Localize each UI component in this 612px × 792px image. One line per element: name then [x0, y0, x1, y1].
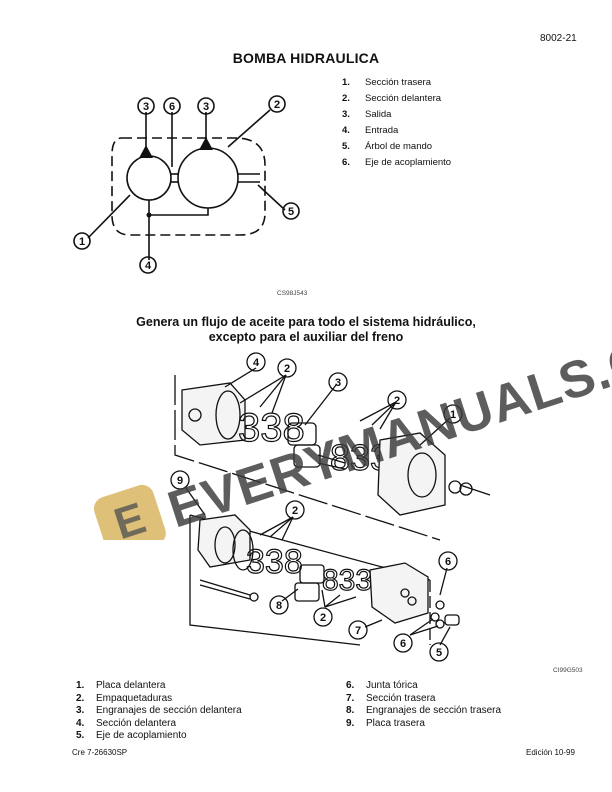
callout-6: 6 [169, 101, 175, 113]
legend-item: 8.Engranajes de sección trasera [346, 705, 502, 716]
legend-item: 2.Empaquetaduras [76, 692, 173, 704]
legend-item: 4.Sección delantera [76, 717, 177, 729]
legend-item: 1.Sección trasera [342, 77, 432, 88]
callout-3-right: 3 [203, 101, 209, 113]
legend-item: 9.Placa trasera [346, 717, 425, 729]
legend-item: 4.Entrada [342, 125, 399, 136]
svg-text:338: 338 [246, 543, 303, 581]
callout-2: 2 [394, 395, 400, 407]
callout-4: 4 [145, 260, 152, 272]
hydraulic-pump-schematic: 3 6 3 2 5 1 4 [73, 95, 300, 274]
callout-2: 2 [292, 505, 298, 517]
callout-1: 1 [450, 409, 456, 421]
figure-code: CS98J543 [277, 290, 308, 297]
legend-item: 5.Árbol de mando [342, 141, 433, 152]
legend-item: 5.Eje de acoplamiento [76, 730, 187, 741]
legend-item: 6.Junta tórica [346, 680, 418, 691]
figure-code: CI99G503 [553, 667, 583, 674]
legend-item: 7.Sección trasera [346, 692, 436, 704]
parts-legend-left: 1.Placa delantera 2.Empaquetaduras 3.Eng… [76, 680, 242, 743]
callout-2: 2 [274, 99, 280, 111]
legend-item: 1.Placa delantera [76, 680, 166, 691]
callout-3-left: 3 [143, 101, 149, 113]
callout-2: 2 [284, 363, 290, 375]
svg-text:338: 338 [238, 406, 305, 450]
parts-legend-right: 6.Junta tórica 7.Sección trasera 8.Engra… [346, 680, 501, 730]
callout-5: 5 [288, 206, 294, 218]
callout-5: 5 [436, 647, 442, 659]
callout-1: 1 [79, 236, 85, 248]
legend-item: 3.Salida [342, 109, 392, 120]
page-number: 8002-21 [540, 33, 577, 44]
callout-3: 3 [335, 377, 341, 389]
page-title: BOMBA HIDRAULICA [232, 50, 380, 66]
callout-4: 4 [253, 357, 260, 369]
callout-9: 9 [177, 475, 183, 487]
callout-7: 7 [355, 625, 361, 637]
section-subtitle: Genera un flujo de aceite para todo el s… [136, 315, 476, 344]
svg-text:833: 833 [322, 564, 372, 597]
legend-item: 3.Engranajes de sección delantera [76, 705, 242, 716]
callout-8: 8 [276, 600, 282, 612]
callout-6: 6 [400, 638, 406, 650]
legend-item: 2.Sección delantera [342, 93, 442, 104]
callout-6: 6 [445, 556, 451, 568]
footer-edition: Edición 10-99 [526, 748, 575, 757]
exploded-pump-diagram: 338 833 338 833 [170, 352, 491, 662]
callout-2: 2 [320, 612, 326, 624]
schematic-legend: 1.Sección trasera 2.Sección delantera 3.… [342, 75, 451, 171]
legend-item: 6.Eje de acoplamiento [342, 157, 452, 168]
footer-doc-code: Cre 7-26630SP [72, 748, 128, 757]
